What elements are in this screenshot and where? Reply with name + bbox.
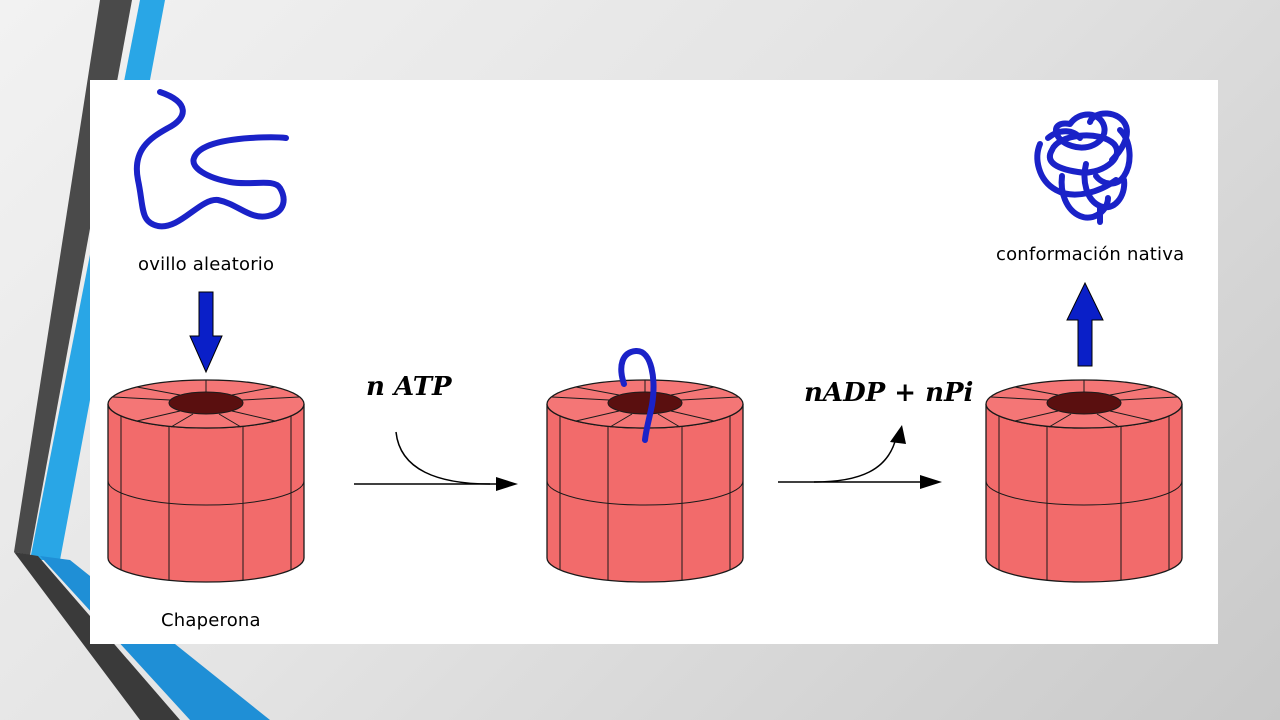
chaperone-folding-diagram: ovillo aleatorio Chaperona conformación … [90,80,1218,644]
native-folded-protein [1034,110,1133,225]
reaction-arrow-adp [778,437,926,483]
down-arrow [189,291,223,374]
reaction-arrow-atp-head [496,477,518,491]
label-atp: n ATP [366,372,452,402]
chaperone-barrel-3 [985,379,1183,583]
label-adp-pi: nADP + nPi [804,378,974,408]
random-coil-chain [133,89,289,230]
label-chaperone: Chaperona [161,610,261,631]
up-arrow [1066,281,1104,367]
reaction-arrow-atp [354,431,502,485]
label-native-conformation: conformación nativa [996,244,1185,265]
reaction-arrow-adp-branch-head [890,425,906,444]
chaperone-barrel-2 [546,379,744,583]
label-random-coil: ovillo aleatorio [138,254,275,275]
bound-protein-loop [618,348,657,443]
reaction-arrow-adp-main-head [920,475,942,489]
chaperone-barrel-1 [107,379,305,583]
